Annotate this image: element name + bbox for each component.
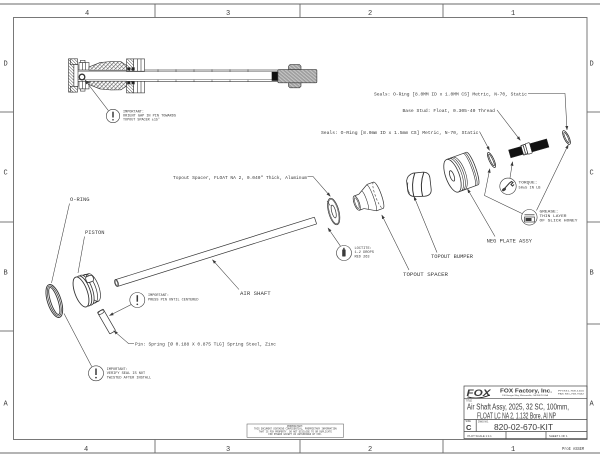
- svg-text:FOR OTHERS EXCEPT AS AUTHORIZE: FOR OTHERS EXCEPT AS AUTHORIZED BY FOX.: [268, 433, 322, 436]
- svg-text:TWISTED AFTER INSTALL: TWISTED AFTER INSTALL: [107, 376, 152, 380]
- svg-text:130 Hangar Way, Watsonville, C: 130 Hangar Way, Watsonville, CA 95076 US…: [502, 394, 549, 397]
- svg-text:3: 3: [226, 446, 230, 454]
- svg-text:FAX 831-768-9342: FAX 831-768-9342: [558, 393, 585, 396]
- svg-text:PH 831-768-1100: PH 831-768-1100: [558, 391, 585, 393]
- svg-text:820-02-670-KIT: 820-02-670-KIT: [494, 423, 553, 432]
- svg-text:TOPOUT SPACER ±15°: TOPOUT SPACER ±15°: [123, 118, 160, 123]
- svg-text:C: C: [590, 170, 594, 178]
- svg-text:FOX: FOX: [467, 388, 492, 398]
- svg-text:50±5 IN LB: 50±5 IN LB: [519, 187, 542, 191]
- svg-text:B: B: [4, 270, 8, 278]
- svg-text:FLOAT LC NA 2, 1.132 Bore, Al: FLOAT LC NA 2, 1.132 Bore, Al NP: [477, 412, 556, 421]
- svg-text:RED 263: RED 263: [355, 255, 370, 259]
- svg-text:2: 2: [368, 10, 372, 18]
- svg-text:B: B: [590, 270, 594, 278]
- svg-text:1: 1: [511, 446, 515, 454]
- svg-text:1: 1: [511, 10, 515, 18]
- svg-text:IMPORTANT:: IMPORTANT:: [107, 368, 128, 372]
- svg-text:O-RING: O-RING: [70, 197, 90, 203]
- svg-text:A: A: [590, 401, 595, 409]
- svg-text:Seals: O-Ring [8.0MM ID x 1.0M: Seals: O-Ring [8.0MM ID x 1.0MM CS] Metr…: [374, 92, 527, 98]
- svg-text:THIS DOCUMENT CONTAINS CONFIDE: THIS DOCUMENT CONTAINS CONFIDENTIAL, PRO…: [254, 428, 337, 431]
- svg-text:PISTON: PISTON: [85, 230, 105, 236]
- svg-text:TORQUE:: TORQUE:: [519, 182, 538, 186]
- svg-text:Topout Spacer, FLOAT NA 2, 0.0: Topout Spacer, FLOAT NA 2, 0.040" Thick,…: [173, 175, 307, 181]
- svg-text:OF SLICK HONEY: OF SLICK HONEY: [540, 220, 579, 224]
- svg-text:SIZE: SIZE: [466, 420, 472, 423]
- svg-text:A: A: [4, 401, 9, 409]
- svg-text:PRESS PIN UNTIL CENTERED: PRESS PIN UNTIL CENTERED: [148, 299, 199, 303]
- svg-text:Pin: Spring [Ø 0.188 X 0.875 T: Pin: Spring [Ø 0.188 X 0.875 TLG] Spring…: [135, 340, 276, 347]
- svg-text:1-2 DROPS: 1-2 DROPS: [355, 251, 374, 255]
- svg-text:D: D: [4, 61, 8, 69]
- svg-text:THAT IS FOX PROPERTY. DO NOT: THAT IS FOX PROPERTY. DO NOT DISCLOSE TO…: [259, 430, 333, 433]
- svg-text:2: 2: [368, 446, 372, 454]
- svg-text:PROPRIETARY:: PROPRIETARY:: [287, 425, 304, 428]
- svg-text:D: D: [590, 61, 594, 69]
- svg-text:THIN LAYER: THIN LAYER: [540, 215, 568, 219]
- svg-text:DWG NO.: DWG NO.: [478, 421, 489, 424]
- svg-text:3: 3: [226, 10, 230, 18]
- svg-text:AIR SHAFT: AIR SHAFT: [240, 291, 271, 297]
- svg-text:TOPOUT SPACER: TOPOUT SPACER: [403, 272, 448, 278]
- svg-text:4: 4: [85, 10, 89, 18]
- svg-text:PLOT SCALE 1:1:1: PLOT SCALE 1:1:1: [468, 434, 493, 438]
- svg-text:IMPORTANT:: IMPORTANT:: [148, 294, 169, 298]
- svg-text:C: C: [466, 423, 472, 432]
- svg-text:VERIFY SEAL IS NOT: VERIFY SEAL IS NOT: [107, 372, 146, 376]
- svg-text:LOCTITE:: LOCTITE:: [355, 247, 372, 251]
- svg-text:C: C: [4, 170, 8, 178]
- svg-text:Base Stud: Float, 0.305-40 Thr: Base Stud: Float, 0.305-40 Thread: [403, 108, 496, 114]
- svg-text:Air Shaft Assy, 2025, 32 SC, 1: Air Shaft Assy, 2025, 32 SC, 100mm,: [467, 403, 569, 412]
- svg-text:SHEET 1 OF 1: SHEET 1 OF 1: [549, 434, 568, 438]
- svg-text:Seals: O-Ring [8.0mm ID x 1.5m: Seals: O-Ring [8.0mm ID x 1.5mm CS] Metr…: [321, 130, 479, 136]
- svg-text:IMPORTANT:: IMPORTANT:: [123, 111, 144, 115]
- svg-text:ORIENT GAP IN PIN TOWARDS: ORIENT GAP IN PIN TOWARDS: [123, 115, 176, 119]
- svg-text:TITLE: TITLE: [466, 400, 473, 403]
- svg-text:GREASE:: GREASE:: [540, 210, 559, 214]
- svg-text:TOPOUT BUMPER: TOPOUT BUMPER: [431, 254, 473, 260]
- svg-text:NEG PLATE ASSY: NEG PLATE ASSY: [487, 239, 532, 245]
- svg-text:FOX Factory, Inc.: FOX Factory, Inc.: [500, 388, 553, 394]
- svg-text:4: 4: [84, 446, 88, 454]
- svg-text:ProE ASSEM: ProE ASSEM: [562, 448, 584, 452]
